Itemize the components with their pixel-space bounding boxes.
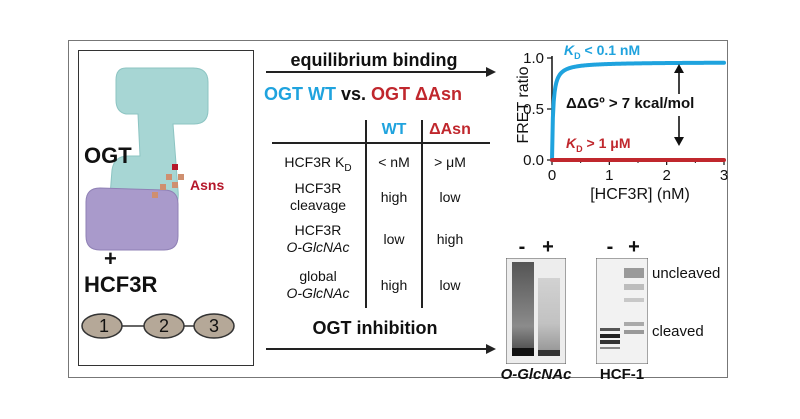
- table-vline-2: [421, 120, 423, 308]
- asn-square-3: [178, 174, 184, 180]
- asn-square-4: [160, 184, 166, 190]
- hcf3r-label: HCF3R: [84, 272, 158, 297]
- table-cell-dasn: > μM: [434, 154, 466, 170]
- uncleaved-label: uncleaved: [652, 265, 721, 282]
- table-cell-dasn: low: [439, 189, 461, 205]
- wt-kd-annotation: KD < 0.1 nM: [564, 42, 641, 61]
- y-tick-label: 0.0: [523, 152, 544, 169]
- table-header-dasn: ΔAsn: [429, 121, 471, 138]
- cleaved-label: cleaved: [652, 323, 704, 340]
- ogt-panel: [78, 50, 254, 366]
- repeat-1-shape: [81, 313, 123, 339]
- asn-square-2: [166, 174, 172, 180]
- table-hline: [272, 142, 490, 144]
- inhibition-arrow: [266, 344, 496, 354]
- repeat-3-label: 3: [208, 316, 219, 336]
- table-row-label: HCF3R KD: [284, 154, 352, 174]
- ddg-double-arrow: [674, 64, 684, 146]
- asn-square-5: [172, 182, 178, 188]
- table-row-label: global O-GlcNAc: [286, 268, 350, 301]
- repeat-1-label: 1: [98, 316, 109, 336]
- table-cell-wt: high: [380, 189, 408, 205]
- ogt-catalytic-domain: [85, 187, 179, 251]
- asn-square-1: [172, 164, 178, 170]
- x-tick-label: 3: [720, 167, 728, 184]
- x-tick-label: 2: [662, 167, 670, 184]
- ddg-annotation: ΔΔGº > 7 kcal/mol: [566, 95, 695, 112]
- table-vline-1: [365, 120, 367, 308]
- blot-left-lane-plus: +: [542, 236, 554, 258]
- ogt-inhibition-label: OGT inhibition: [312, 318, 438, 338]
- repeat-3-shape: [193, 313, 235, 339]
- asn-square-6: [152, 192, 158, 198]
- blot-right-caption: HCF-1: [599, 366, 645, 383]
- asns-label: Asns: [190, 177, 225, 193]
- table-row-label: HCF3R cleavage: [289, 180, 347, 213]
- table-row-label: HCF3R O-GlcNAc: [286, 222, 350, 255]
- blot-left-caption: O-GlcNAc: [500, 366, 572, 383]
- blot-right-lane-minus: -: [606, 236, 614, 258]
- blot-right-lane-plus: +: [628, 236, 640, 258]
- ogt-label: OGT: [84, 143, 132, 168]
- ogt-dasn-label: OGT ΔAsn: [371, 84, 462, 104]
- blot-left-image: [506, 258, 566, 364]
- table-cell-dasn: high: [436, 231, 464, 247]
- ogt-wt-label: OGT WT: [264, 84, 336, 104]
- chart-ylabel: FRET ratio: [515, 66, 532, 144]
- y-tick-label: 0.5: [523, 101, 544, 118]
- series-wt-curve: [550, 60, 726, 162]
- x-tick-label: 1: [605, 167, 613, 184]
- fret-binding-chart: 0 1 2 3 0.0 0.5 1.0: [523, 50, 728, 184]
- figure-frame: [68, 40, 728, 378]
- equilibrium-binding-label: equilibrium binding: [290, 50, 458, 70]
- repeat-2-label: 2: [158, 316, 169, 336]
- vs-label: vs.: [335, 84, 372, 104]
- dasn-kd-annotation: KD > 1 μM: [566, 135, 631, 154]
- chart-xlabel: [HCF3R] (nM): [590, 186, 690, 203]
- equilibrium-arrow: [266, 67, 496, 77]
- table-cell-wt: < nM: [378, 154, 410, 170]
- blot-right-image: [596, 258, 648, 364]
- table-cell-wt: high: [380, 277, 408, 293]
- blot-left-lane-minus: -: [518, 236, 526, 258]
- ogt-cartoon: [81, 67, 235, 339]
- plus-sign: +: [104, 246, 117, 271]
- comparison-line: OGT WT vs. OGT ΔAsn: [264, 84, 500, 105]
- y-tick-label: 1.0: [523, 50, 544, 67]
- x-tick-label: 0: [548, 167, 556, 184]
- table-header-wt: WT: [381, 121, 407, 138]
- table-cell-dasn: low: [439, 277, 461, 293]
- repeat-2-shape: [143, 313, 185, 339]
- table-cell-wt: low: [383, 231, 405, 247]
